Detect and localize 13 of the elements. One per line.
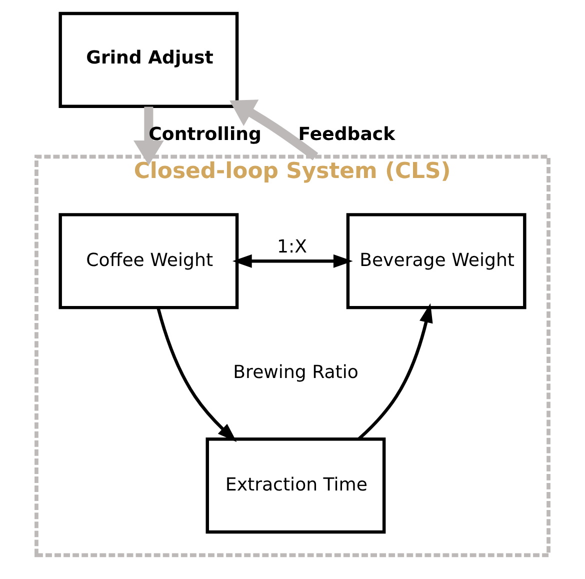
arrow <box>156 308 237 442</box>
edge-label: Controlling <box>148 124 262 146</box>
edge-label: Feedback <box>298 124 396 146</box>
label: Brewing Ratio <box>233 362 358 384</box>
node-box: Coffee Weight <box>58 213 239 310</box>
node-box: Beverage Weight <box>346 213 526 310</box>
node-box: Grind Adjust <box>58 12 239 108</box>
arrow <box>134 106 164 166</box>
node-box: Extraction Time <box>206 438 386 534</box>
arrow <box>358 303 433 440</box>
edge-label: 1:X <box>277 236 307 258</box>
arrow <box>232 254 353 268</box>
arrow <box>230 100 318 160</box>
